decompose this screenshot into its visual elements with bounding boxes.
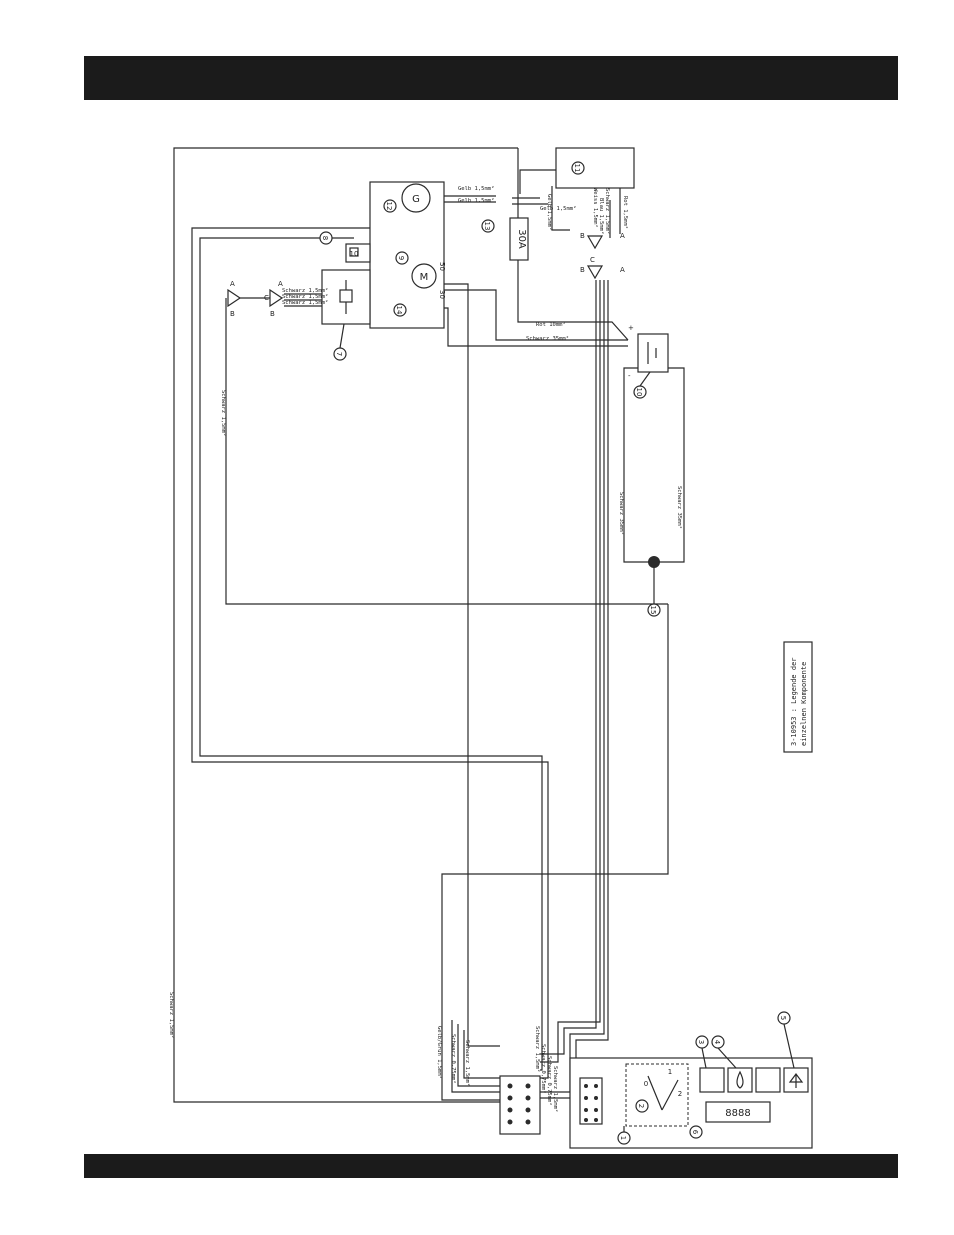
sender-label: 10 [350, 250, 359, 258]
motor-symbol [411, 263, 437, 289]
fuse-30a [509, 217, 529, 261]
fuse-label: 30A [516, 229, 527, 249]
terminal-50-label: 50 [438, 262, 446, 271]
callout-2: 2 [637, 1104, 645, 1108]
plug-a-left: A [230, 280, 235, 288]
callout-11: 11 [573, 164, 581, 173]
callout-14: 14 [395, 306, 403, 315]
wire-label-schwarz-v3: Schwarz 1,5mm² [282, 299, 328, 306]
plug-a-right: A [278, 280, 283, 288]
plug-a-top: A [620, 232, 625, 240]
callout-13: 13 [483, 222, 491, 231]
wire-label-schwarz-c5: Schwarz 1,5mm² [552, 1066, 559, 1112]
wire-label-schwarz-vert: Schwarz 1,5mm² [220, 390, 227, 436]
wire-label-schwarz-v2: Schwarz 1,5mm² [282, 293, 328, 300]
wire-label-schwarz-c3: Schwarz 0,75mm² [540, 1044, 547, 1094]
display-digits: 8888 [725, 1108, 750, 1119]
ground-terminal-15 [648, 556, 660, 568]
terminal-30-label: 30 [438, 290, 446, 299]
wire-label-rot10: Rot 10mm² [536, 321, 566, 328]
legend-line2: einzelnen Komponente [800, 662, 808, 746]
plug-b-top: B [580, 232, 585, 240]
wire-label-schwarz-c1: Schwarz 1,5mm² [464, 1040, 471, 1086]
switch-2-label: 2 [678, 1090, 682, 1098]
plug-b-left: B [230, 310, 235, 318]
wire-label-gelb-d: Gelb 1,5mm² [540, 205, 576, 212]
components [227, 147, 813, 1149]
callouts: 1 2 3 4 5 6 7 8 9 10 11 12 13 14 15 [319, 161, 795, 1145]
header-band [84, 56, 898, 100]
footer-band [84, 1154, 898, 1178]
switch-1-label: 1 [668, 1068, 672, 1076]
connector-block [499, 1075, 541, 1135]
switch-0-label: 0 [644, 1080, 648, 1088]
plug-b-right: B [270, 310, 275, 318]
wire-label-gelb-c: Gelb 1,5mm² [546, 194, 553, 230]
legend-line1: 3-10953 : Legende der [790, 657, 798, 746]
battery-plus: + [628, 324, 634, 332]
wire-label-weiss: Weiss 1,5mm² [592, 188, 599, 228]
wire-label-schwarz35-a: Schwarz 35mm² [618, 492, 625, 535]
generator-label: G [412, 194, 420, 205]
callout-12: 12 [385, 202, 393, 211]
wire-label-gelbgruen: Gelb/Grün 1,5mm² [436, 1026, 443, 1079]
callout-5: 5 [779, 1016, 787, 1020]
callout-9: 9 [397, 256, 405, 260]
motor-label: M [420, 272, 429, 283]
callout-8: 8 [321, 236, 329, 240]
plug-c-left: C [264, 294, 269, 302]
legend: 3-10953 : Legende der einzelnen Komponen… [783, 641, 813, 753]
callout-1: 1 [619, 1136, 627, 1140]
wire-runs [173, 147, 685, 1103]
callout-4: 4 [713, 1040, 721, 1045]
battery-minus: - [628, 372, 631, 380]
legend-box [783, 641, 813, 753]
wire-labels: Gelb 1,5mm² Gelb 1,5mm² Gelb 1,5mm² Gelb… [168, 185, 683, 1112]
wire-label-schwarz-c2: Schwarz 1,5mm² [534, 1026, 541, 1072]
callout-15: 15 [649, 606, 657, 615]
wire-label-schwarz35-b: Schwarz 35mm² [676, 486, 683, 529]
wire-label-rot-r: Rot 1,5mm² [622, 196, 629, 229]
wire-label-blau: Blau 1,5mm² [598, 198, 605, 234]
callout-3: 3 [697, 1040, 705, 1044]
wire-label-gelb-a: Gelb 1,5mm² [458, 185, 494, 192]
rotating-machines: G M 50 30 30A 0 1 2 8888 10 + - A B C A … [230, 183, 751, 1119]
wire-label-schwarz35: Schwarz 35mm² [526, 335, 569, 342]
wire-label-schwarz-v1: Schwarz 1,5mm² [282, 287, 328, 294]
battery-10 [637, 333, 669, 373]
callout-10: 10 [635, 388, 643, 397]
generator-symbol [401, 183, 431, 213]
callout-6: 6 [691, 1130, 699, 1135]
plug-b-bottom: B [580, 266, 585, 274]
plug-a-bottom: A [620, 266, 625, 274]
wire-label-gelb-b: Gelb 1,5mm² [458, 197, 494, 204]
box-11 [555, 147, 635, 189]
wire-label-schwarz-075a: Schwarz 0,75mm² [450, 1034, 457, 1084]
wire-label-schwarz-left: Schwarz 1,5mm² [168, 992, 175, 1038]
plug-c-mid: C [590, 256, 595, 264]
wire-label-schwarz-c4: Schwarz 0,75mm² [546, 1056, 553, 1106]
wire-label-schwarz-r: Schwarz 1,5mm² [604, 188, 611, 234]
callout-7: 7 [335, 352, 343, 356]
